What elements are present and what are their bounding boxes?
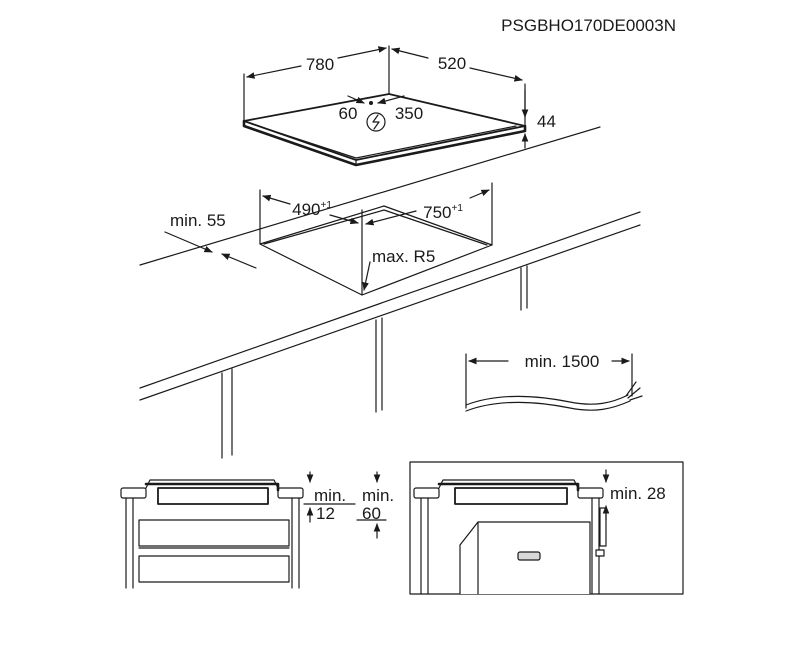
cutout-width-dimension: 490+1 xyxy=(262,194,359,225)
corner-radius-value: max. R5 xyxy=(372,247,435,266)
cable-length-value: min. 1500 xyxy=(525,352,600,371)
clearance-label: min. xyxy=(362,486,394,505)
cable-entry-right-value: 350 xyxy=(395,104,423,123)
hob-drawing xyxy=(242,45,527,167)
corner-radius-callout: max. R5 xyxy=(362,247,435,291)
worktop xyxy=(139,126,641,459)
cutout-depth-tolerance: +1 xyxy=(451,203,463,214)
document-code: PSGBHO170DE0003N xyxy=(501,16,676,35)
edge-distance-dimension: min. 55 xyxy=(164,211,257,269)
hob-height-dimension: 44 xyxy=(521,89,556,149)
cable-entry-left-value: 60 xyxy=(339,104,358,123)
power-cable: min. 1500 xyxy=(465,352,643,412)
hob-width-dimension: 780 xyxy=(246,46,387,79)
edge-distance-value: min. 55 xyxy=(170,211,226,230)
cable-entry-dimension: 60 350 xyxy=(339,95,423,123)
cutout-depth-value: 750 xyxy=(423,203,451,222)
section-left: min. 12 min. 60 xyxy=(120,471,394,589)
gap-value: 12 xyxy=(316,504,335,523)
cutout-width-tolerance: +1 xyxy=(320,200,332,211)
gap-label: min. xyxy=(314,486,346,505)
section-right: min. 28 xyxy=(409,461,684,595)
hob-width-value: 780 xyxy=(306,55,334,74)
svg-text:490+1: 490+1 xyxy=(292,200,332,219)
hob-height-value: 44 xyxy=(537,112,556,131)
svg-text:750+1: 750+1 xyxy=(423,203,463,222)
hob-depth-dimension: 520 xyxy=(391,47,523,82)
right-clearance-value: min. 28 xyxy=(610,484,666,503)
clearance-value: 60 xyxy=(362,504,381,523)
hob-depth-value: 520 xyxy=(438,54,466,73)
cutout-width-value: 490 xyxy=(292,200,320,219)
cutout-depth-dimension: 750+1 xyxy=(365,189,490,226)
power-connection-icon xyxy=(366,112,386,132)
